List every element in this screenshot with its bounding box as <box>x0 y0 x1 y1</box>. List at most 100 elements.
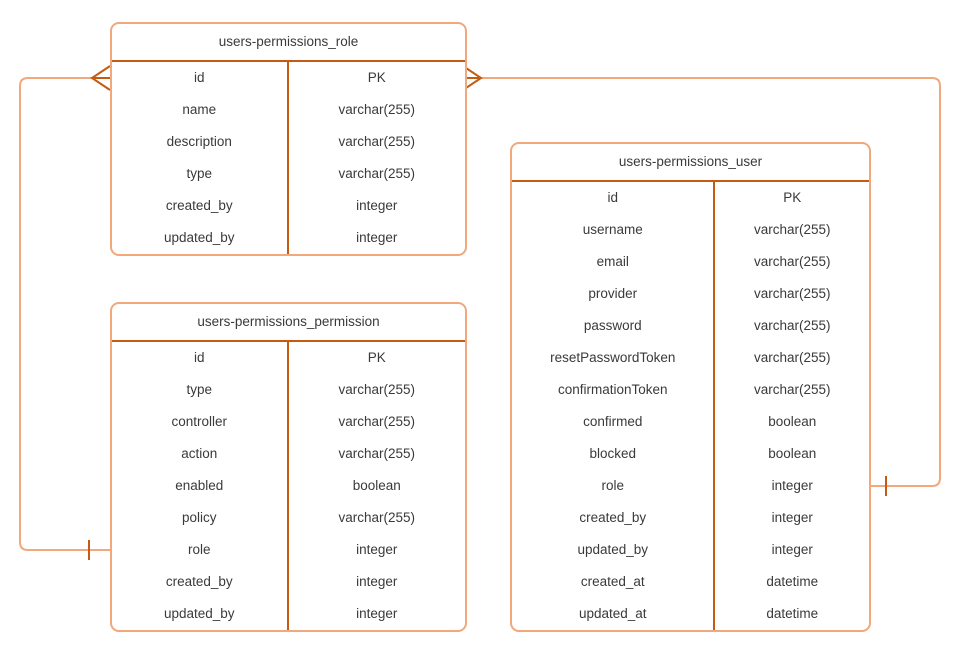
table-row: username varchar(255) <box>512 214 869 246</box>
table-row: confirmationToken varchar(255) <box>512 374 869 406</box>
table-body: id PK username varchar(255) email varcha… <box>512 182 869 630</box>
field-name: id <box>512 182 716 214</box>
field-name: type <box>112 158 289 190</box>
field-type: integer <box>356 198 398 213</box>
entity-table-users-permissions-permission: users-permissions_permission id PK type … <box>110 302 467 632</box>
table-title: users-permissions_user <box>512 144 869 182</box>
field-type: varchar(255) <box>753 254 831 269</box>
field-name: confirmed <box>512 406 716 438</box>
table-row: created_at datetime <box>512 566 869 598</box>
field-name: blocked <box>512 438 716 470</box>
field-name: enabled <box>112 470 289 502</box>
field-type: varchar(255) <box>753 318 831 333</box>
table-row: enabled boolean <box>112 470 465 502</box>
field-name: description <box>112 126 289 158</box>
field-name: id <box>112 62 289 94</box>
field-type: varchar(255) <box>338 510 416 525</box>
connector-line <box>481 77 941 487</box>
table-row: created_by integer <box>512 502 869 534</box>
table-row: id PK <box>512 182 869 214</box>
table-row: type varchar(255) <box>112 374 465 406</box>
field-type: PK <box>367 350 386 365</box>
table-row: id PK <box>112 62 465 94</box>
table-row: updated_at datetime <box>512 598 869 630</box>
connector-line <box>19 77 110 551</box>
field-type: varchar(255) <box>338 102 416 117</box>
table-title: users-permissions_role <box>112 24 465 62</box>
field-type: integer <box>771 542 813 557</box>
table-row: blocked boolean <box>512 438 869 470</box>
field-type: PK <box>783 190 802 205</box>
table-row: controller varchar(255) <box>112 406 465 438</box>
table-row: created_by integer <box>112 566 465 598</box>
table-row: role integer <box>512 470 869 502</box>
field-name: id <box>112 342 289 374</box>
table-body: id PK type varchar(255) controller varch… <box>112 342 465 630</box>
field-type: integer <box>356 574 398 589</box>
table-row: action varchar(255) <box>112 438 465 470</box>
table-row: role integer <box>112 534 465 566</box>
field-type: integer <box>356 230 398 245</box>
field-type: integer <box>356 542 398 557</box>
table-row: policy varchar(255) <box>112 502 465 534</box>
field-type: varchar(255) <box>753 350 831 365</box>
table-row: updated_by integer <box>112 598 465 630</box>
field-name: updated_by <box>112 598 289 630</box>
table-row: id PK <box>112 342 465 374</box>
field-name: created_by <box>512 502 716 534</box>
entity-table-users-permissions-user: users-permissions_user id PK username va… <box>510 142 871 632</box>
field-type: varchar(255) <box>338 382 416 397</box>
field-type: boolean <box>768 414 817 429</box>
field-name: provider <box>512 278 716 310</box>
field-type: varchar(255) <box>753 382 831 397</box>
entity-table-users-permissions-role: users-permissions_role id PK name varcha… <box>110 22 467 256</box>
field-name: username <box>512 214 716 246</box>
field-name: name <box>112 94 289 126</box>
relationship-user-to-role <box>481 77 941 487</box>
table-row: email varchar(255) <box>512 246 869 278</box>
relationship-permission-to-role <box>19 77 110 551</box>
field-type: varchar(255) <box>338 446 416 461</box>
table-body: id PK name varchar(255) description varc… <box>112 62 465 254</box>
field-type: integer <box>771 478 813 493</box>
relationship-permission-to-role-markers <box>88 65 111 560</box>
field-name: created_at <box>512 566 716 598</box>
field-type: varchar(255) <box>338 134 416 149</box>
table-row: provider varchar(255) <box>512 278 869 310</box>
field-name: role <box>112 534 289 566</box>
table-row: name varchar(255) <box>112 94 465 126</box>
field-name: resetPasswordToken <box>512 342 716 374</box>
field-name: updated_by <box>512 534 716 566</box>
field-type: varchar(255) <box>338 166 416 181</box>
crow-foot-many-icon <box>90 65 111 91</box>
table-row: type varchar(255) <box>112 158 465 190</box>
field-name: confirmationToken <box>512 374 716 406</box>
field-type: datetime <box>766 574 819 589</box>
field-name: action <box>112 438 289 470</box>
table-row: created_by integer <box>112 190 465 222</box>
table-row: updated_by integer <box>512 534 869 566</box>
field-type: PK <box>367 70 386 85</box>
field-type: integer <box>771 510 813 525</box>
field-type: boolean <box>768 446 817 461</box>
field-name: type <box>112 374 289 406</box>
table-row: password varchar(255) <box>512 310 869 342</box>
field-name: created_by <box>112 190 289 222</box>
table-row: resetPasswordToken varchar(255) <box>512 342 869 374</box>
field-type: boolean <box>352 478 401 493</box>
field-name: controller <box>112 406 289 438</box>
field-type: datetime <box>766 606 819 621</box>
table-title: users-permissions_permission <box>112 304 465 342</box>
field-name: policy <box>112 502 289 534</box>
table-row: confirmed boolean <box>512 406 869 438</box>
table-row: updated_by integer <box>112 222 465 254</box>
field-name: email <box>512 246 716 278</box>
field-type: varchar(255) <box>753 222 831 237</box>
field-name: role <box>512 470 716 502</box>
table-row: description varchar(255) <box>112 126 465 158</box>
field-name: updated_at <box>512 598 716 630</box>
field-type: varchar(255) <box>753 286 831 301</box>
field-type: varchar(255) <box>338 414 416 429</box>
